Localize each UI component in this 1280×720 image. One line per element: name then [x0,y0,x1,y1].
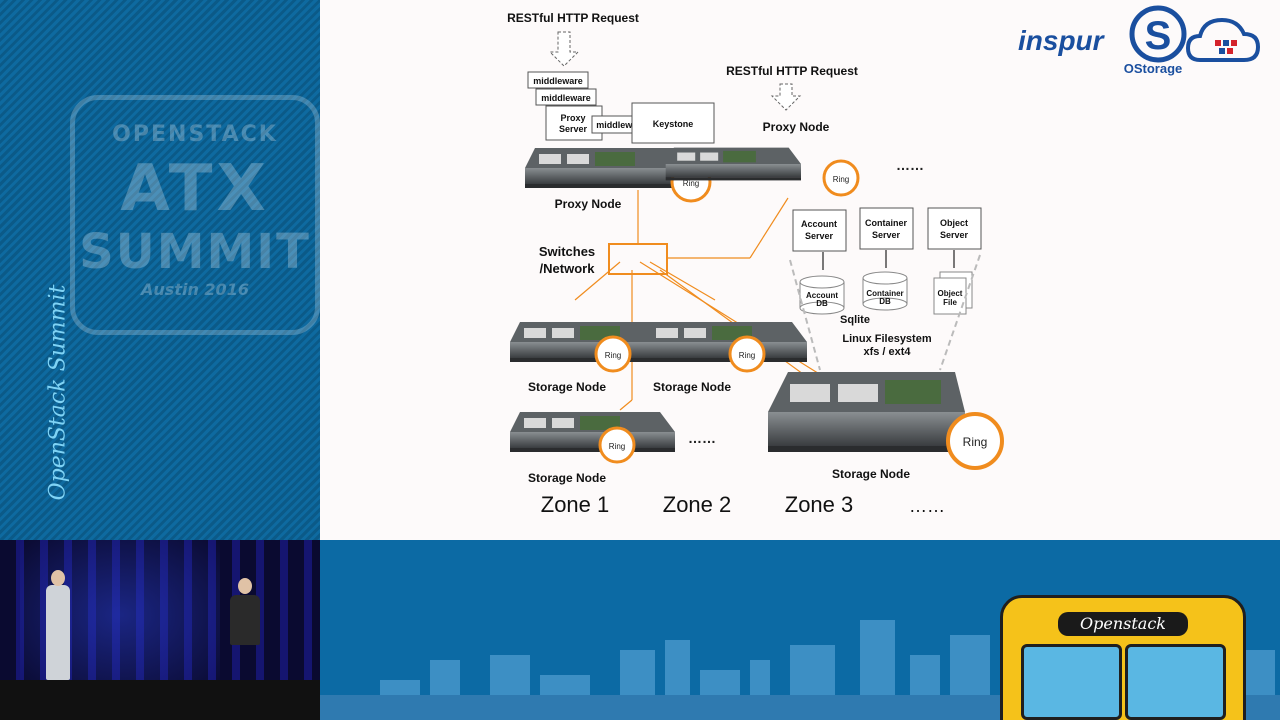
filesystem-guides [789,254,981,371]
proxy-server-label-2: Server [559,124,588,134]
request-label-2: RESTful HTTP Request [726,64,858,78]
ring-proxy-2-label: Ring [833,175,849,184]
badge-line-2: ATX [120,152,270,226]
filesystem-label-2: xfs / ext4 [863,346,911,358]
inspur-logo: inspur [1018,25,1106,56]
object-file-label-1: Object [938,289,963,298]
container-server-label-2: Server [872,230,901,240]
ring-storage-2 [728,335,766,373]
ring-storage-1-label: Ring [605,351,621,360]
object-server-label-1: Object [940,218,968,228]
middleware-label-2: middleware [541,93,591,103]
filesystem-label-1: Linux Filesystem [842,333,931,345]
ring-storage-large [946,412,1004,470]
cloud-icon [1185,17,1261,62]
bus-window-right [1125,644,1226,720]
middleware-box-2 [535,88,597,106]
storage-node-label-large: Storage Node [832,467,910,481]
ring-proxy-1-label: Ring [683,179,699,188]
container-server-box [859,207,914,250]
switches-label-1: Switches [539,244,595,259]
container-db-label-2: DB [879,297,891,306]
badge-line-3: SUMMIT [79,224,311,280]
ring-storage-3 [598,426,636,464]
inspur-logo-text: inspur [1018,25,1106,56]
ostorage-mark: S [1145,14,1172,58]
zone2-ellipsis: …… [688,430,716,446]
zone-more-label: …… [909,496,945,516]
bus-sign: Openstack [1058,612,1188,636]
swift-architecture-diagram: inspur S OStorage RESTful HTTP Request m… [507,5,1261,517]
account-server-label-1: Account [801,219,837,229]
speaker-2 [230,595,260,645]
storage-node-server-3 [510,412,675,452]
request-label-1: RESTful HTTP Request [507,11,639,25]
middleware-label-1: middleware [533,76,583,86]
storage-node-server-large [768,372,965,452]
object-server-box [927,207,982,250]
storage-node-label-2: Storage Node [653,380,731,394]
account-db-label-2: DB [816,299,828,308]
badge-line-1: OPENSTACK [112,122,278,147]
proxy-node-server-2 [665,147,801,181]
ring-storage-large-label: Ring [963,435,988,449]
server-db-arrows [822,250,955,270]
ostorage-logo: S OStorage [1124,5,1187,76]
stage-floor [0,680,320,720]
request-arrow-2 [770,83,802,111]
summit-sidebar: OPENSTACK ATX SUMMIT Austin 2016 OpenSta… [0,0,320,540]
container-db-icon [862,271,908,311]
bus-window-left [1021,644,1122,720]
zone-2-label: Zone 2 [663,492,732,517]
speaker-1-head [51,570,65,586]
keystone-label: Keystone [653,119,694,129]
storage-node-label-3: Storage Node [528,471,606,485]
summit-banner: Openstack [320,540,1280,720]
speaker-1 [46,585,70,680]
openstack-bus: Openstack [1000,595,1246,720]
account-server-box [792,209,847,252]
proxy-node-label-2: Proxy Node [763,120,830,134]
container-server-label-1: Container [865,218,908,228]
object-file-label-2: File [943,298,957,307]
austin-skyline [320,620,1280,720]
switches-label-2: /Network [540,261,596,276]
vertical-brand-text: OpenStack Summit [45,284,71,501]
ring-storage-1 [594,335,632,373]
object-server-label-2: Server [940,230,969,240]
object-file-icon [933,271,973,315]
proxy-node-label-1: Proxy Node [555,197,622,211]
sqlite-label: Sqlite [840,314,870,326]
storage-node-server-2 [642,322,807,362]
zone-3-label: Zone 3 [785,492,854,517]
presentation-slide: inspur S OStorage RESTful HTTP Request m… [320,0,1280,540]
account-db-label-1: Account [806,291,838,300]
middleware-label-3: middleware [596,120,646,130]
summit-badge: OPENSTACK ATX SUMMIT Austin 2016 [70,95,320,335]
middleware-box-1 [527,71,589,89]
speaker-video-feed [0,540,320,720]
account-server-label-2: Server [805,231,834,241]
ring-proxy-2 [822,159,860,197]
network-switch [608,243,668,275]
badge-line-4: Austin 2016 [141,280,249,299]
container-db-label-1: Container [866,289,903,298]
request-arrow-1 [548,31,580,67]
ostorage-text: OStorage [1124,61,1183,76]
proxy-ellipsis: …… [896,157,924,173]
account-db-icon [799,275,845,315]
ring-storage-2-label: Ring [739,351,755,360]
storage-node-label-1: Storage Node [528,380,606,394]
zone-1-label: Zone 1 [541,492,610,517]
proxy-server-label-1: Proxy [560,113,585,123]
keystone-box [631,102,715,144]
ring-storage-3-label: Ring [609,442,625,451]
proxy-node-server-1 [525,148,690,188]
speaker-2-head [238,578,252,594]
